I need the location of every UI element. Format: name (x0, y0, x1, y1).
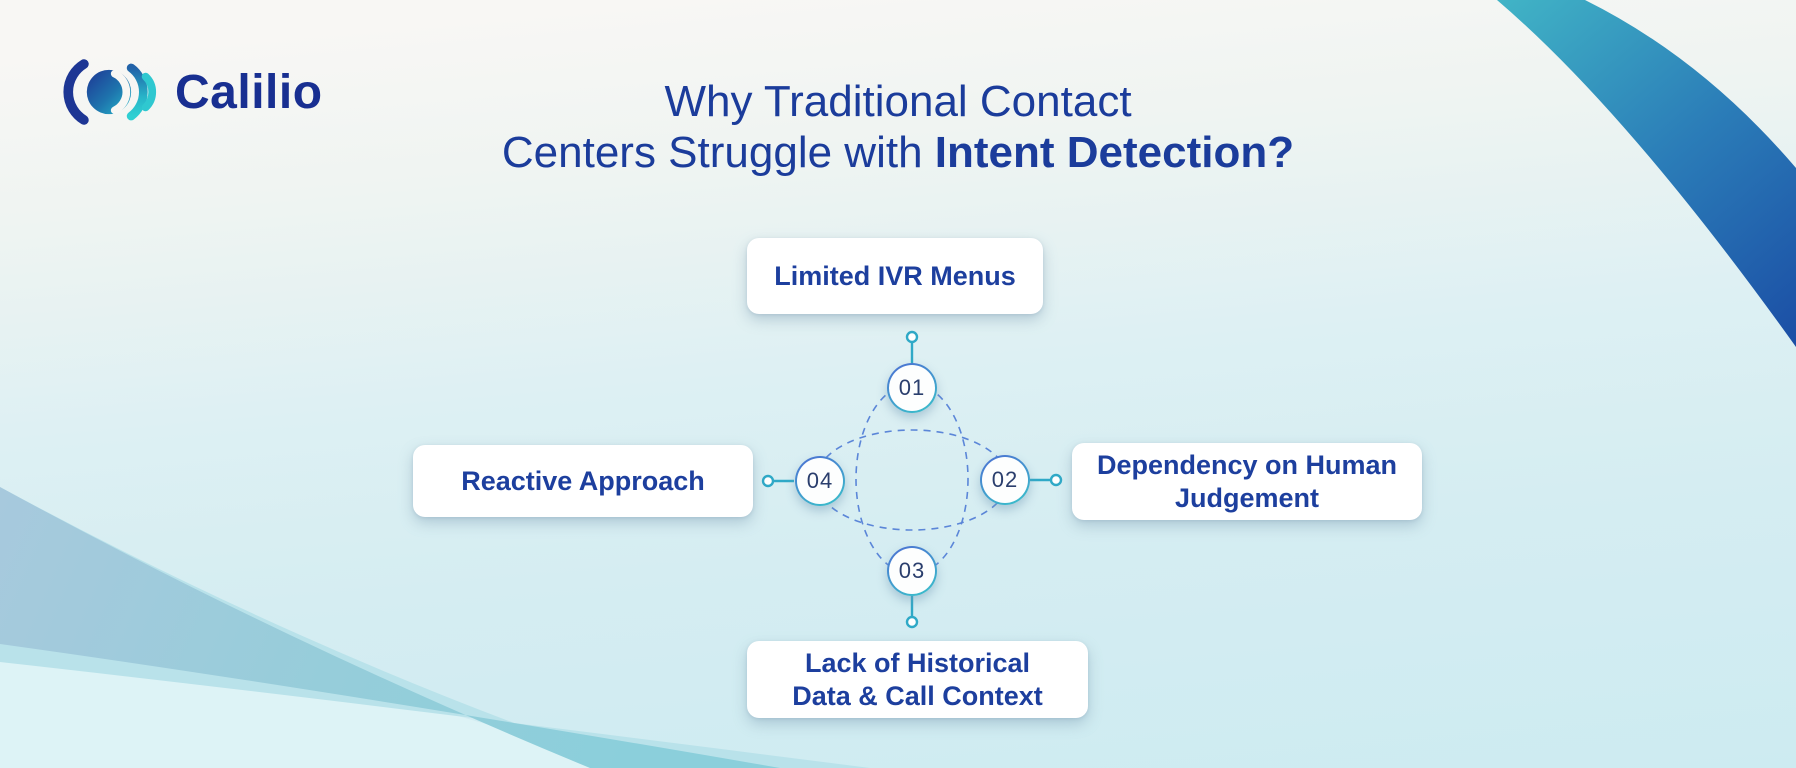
step-number-04: 04 (797, 458, 843, 504)
topic-card-lack-of-historical-data: Lack of Historical Data & Call Context (747, 641, 1088, 718)
calilio-soundwave-icon (63, 59, 156, 125)
dot-left (761, 474, 775, 488)
top-right-swoosh (1497, 0, 1796, 347)
bottom-left-wave-band (0, 487, 780, 768)
step-number-01: 01 (889, 365, 935, 411)
card-label-line: Data & Call Context (792, 680, 1043, 711)
topic-card-dependency-on-human-judgement: Dependency on Human Judgement (1072, 443, 1422, 520)
card-label-line: Judgement (1174, 482, 1320, 513)
step-circle-04: 04 (795, 456, 845, 506)
step-number-03: 03 (889, 548, 935, 594)
step-circle-01: 01 (887, 363, 937, 413)
dot-top (905, 330, 919, 344)
dot-bottom (905, 615, 919, 629)
brand-name: Calilio (175, 65, 323, 119)
card-label-line: Reactive Approach (461, 465, 705, 496)
title-line1: Why Traditional Contact (664, 77, 1132, 126)
step-circle-03: 03 (887, 546, 937, 596)
dot-right (1049, 473, 1063, 487)
topic-card-limited-ivr-menus: Limited IVR Menus (747, 238, 1043, 314)
step-circle-02: 02 (980, 455, 1030, 505)
card-label-line: Dependency on Human (1096, 449, 1398, 480)
card-label-line: Lack of Historical (804, 647, 1031, 678)
bottom-left-light-corner (0, 512, 680, 768)
title-line2-bold: Intent Detection? (934, 128, 1295, 177)
page-title: Why Traditional Contact Centers Struggle… (0, 76, 1796, 178)
brand-logo: Calilio (55, 52, 323, 132)
title-line2: Centers Struggle with Intent Detection? (0, 127, 1796, 178)
card-label-line: Limited IVR Menus (774, 260, 1016, 291)
title-line2-regular: Centers Struggle with (501, 128, 923, 177)
topic-card-reactive-approach: Reactive Approach (413, 445, 753, 517)
step-number-02: 02 (982, 457, 1028, 503)
